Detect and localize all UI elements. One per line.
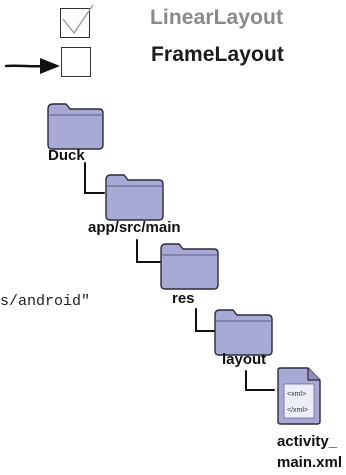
folder-icon — [47, 103, 104, 150]
linear-layout-checkbox[interactable] — [60, 4, 94, 38]
folder-icon — [214, 309, 273, 356]
folder-label-layout: layout — [222, 351, 267, 368]
file-label-line2: main.xml — [277, 454, 343, 471]
folder-label-app-src-main: app/src/main — [88, 219, 181, 236]
connector-app-res — [136, 239, 161, 263]
folder-label-duck: Duck — [48, 147, 85, 164]
linear-layout-label: LinearLayout — [150, 6, 284, 29]
folder-label-res: res — [172, 290, 195, 307]
arrow-right-icon — [4, 58, 60, 74]
connector-duck-app — [84, 162, 105, 194]
folder-icon — [105, 174, 164, 221]
frame-layout-checkbox[interactable] — [61, 47, 91, 77]
connector-layout-activity — [245, 370, 275, 391]
xml-open-tag: <xml> — [287, 391, 306, 398]
frame-layout-label: FrameLayout — [151, 43, 284, 66]
connector-res-layout — [195, 308, 215, 332]
check-mark-icon — [62, 4, 94, 35]
file-label-line1: activity_ — [277, 433, 338, 450]
xml-close-tag: </xml> — [287, 407, 308, 414]
folder-icon — [160, 243, 219, 290]
code-fragment: s/android" — [0, 293, 91, 310]
xml-file-icon: <xml> </xml> — [277, 367, 321, 425]
